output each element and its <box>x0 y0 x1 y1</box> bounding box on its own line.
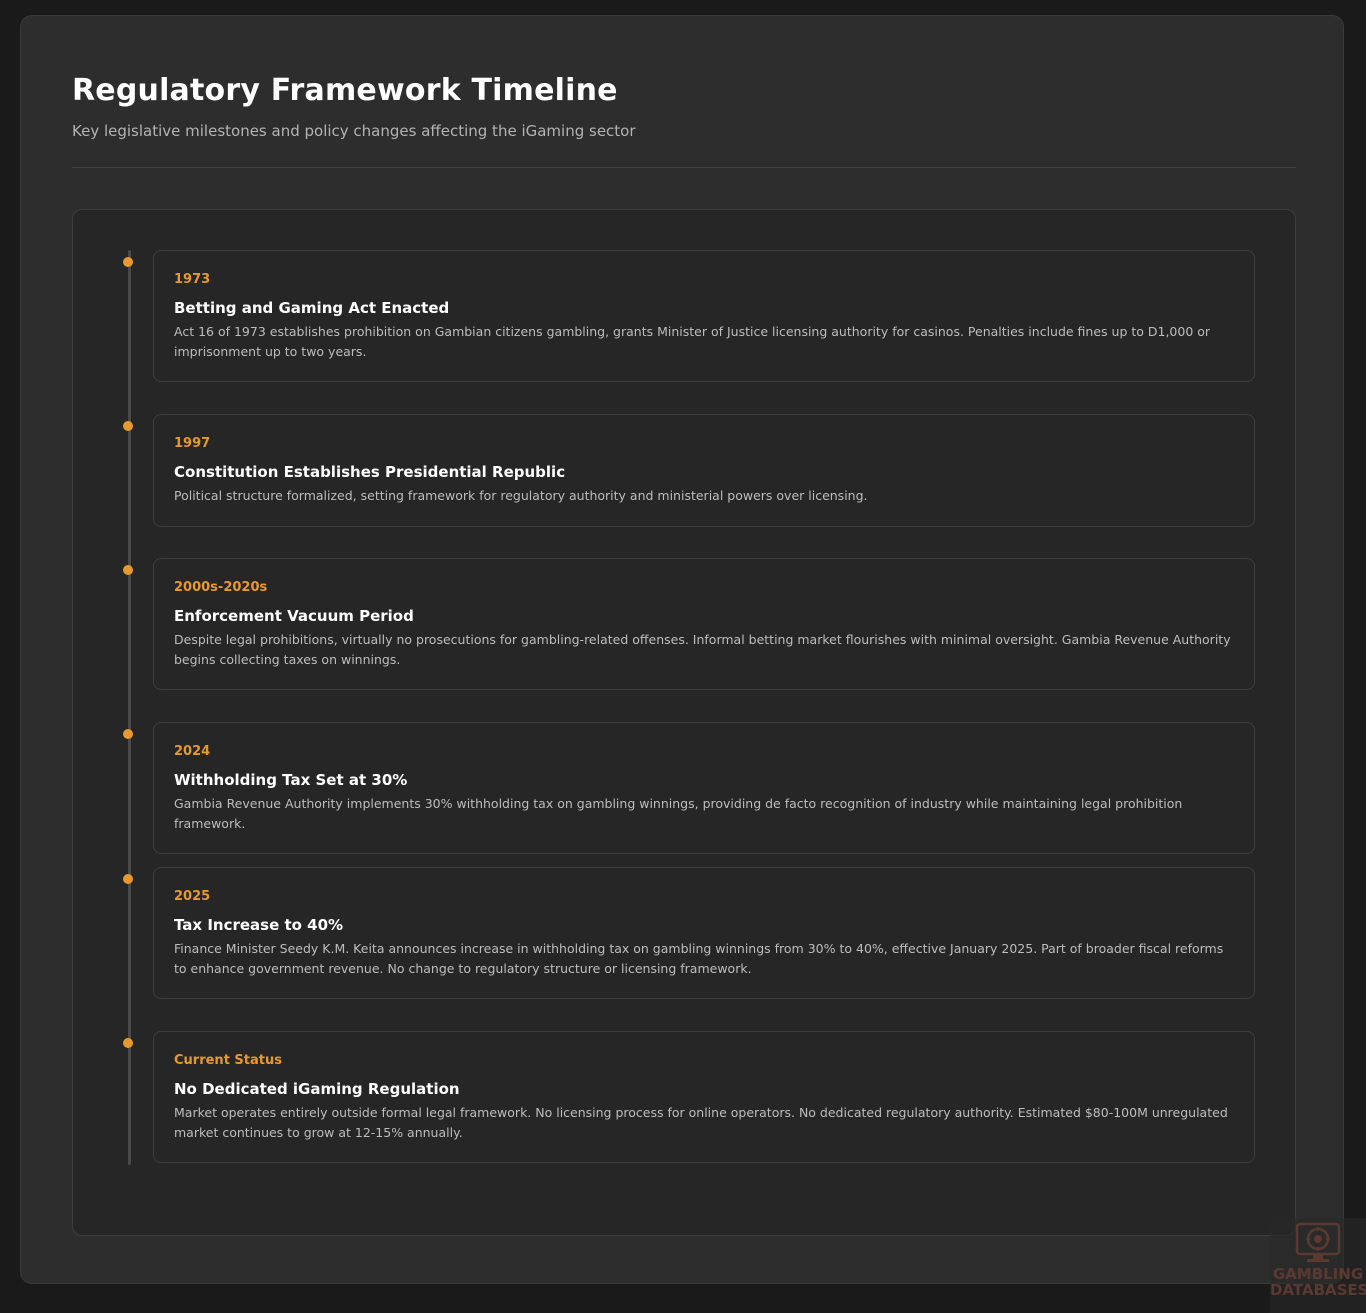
event-description: Gambia Revenue Authority implements 30% … <box>174 796 1183 831</box>
header-divider <box>72 167 1296 168</box>
event-description: Political structure formalized, setting … <box>174 488 868 503</box>
page-subtitle: Key legislative milestones and policy ch… <box>72 122 636 140</box>
timeline-event: 2000s-2020s Enforcement Vacuum Period De… <box>123 558 1255 690</box>
watermark-line2: DATABASES <box>1270 1281 1366 1299</box>
event-title: Tax Increase to 40% <box>174 916 344 934</box>
timeline-dot <box>123 421 133 431</box>
main-container: Regulatory Framework Timeline Key legisl… <box>20 15 1344 1284</box>
event-date: 2000s-2020s <box>174 580 268 595</box>
timeline-dot <box>123 565 133 575</box>
event-date: 2024 <box>174 744 211 759</box>
event-date: Current Status <box>174 1053 282 1068</box>
timeline-dot <box>123 729 133 739</box>
event-description: Finance Minister Seedy K.M. Keita announ… <box>174 941 1224 976</box>
event-title: Withholding Tax Set at 30% <box>174 771 408 789</box>
timeline-panel: 1973 Betting and Gaming Act Enacted Act … <box>72 209 1296 1236</box>
event-description: Market operates entirely outside formal … <box>174 1105 1228 1140</box>
timeline-dot <box>123 257 133 267</box>
watermark-line1: GAMBLING <box>1272 1265 1364 1283</box>
event-title: Constitution Establishes Presidential Re… <box>174 463 566 481</box>
event-title: Enforcement Vacuum Period <box>174 607 414 625</box>
page-header: Regulatory Framework Timeline Key legisl… <box>72 72 1296 141</box>
event-date: 1973 <box>174 272 211 287</box>
timeline-event: 1997 Constitution Establishes Presidenti… <box>123 414 1255 527</box>
timeline-line <box>128 250 131 1165</box>
event-title: Betting and Gaming Act Enacted <box>174 299 450 317</box>
timeline-dot <box>123 1038 133 1048</box>
page-title: Regulatory Framework Timeline <box>72 73 618 108</box>
event-title: No Dedicated iGaming Regulation <box>174 1080 460 1098</box>
event-description: Act 16 of 1973 establishes prohibition o… <box>174 324 1211 359</box>
timeline-dot <box>123 874 133 884</box>
event-date: 1997 <box>174 436 211 451</box>
timeline-event: 2024 Withholding Tax Set at 30% Gambia R… <box>123 722 1255 854</box>
watermark-logo: GAMBLING DATABASES <box>1270 1218 1366 1313</box>
timeline-event: 2025 Tax Increase to 40% Finance Ministe… <box>123 867 1255 999</box>
event-description: Despite legal prohibitions, virtually no… <box>174 632 1231 667</box>
casino-chip-monitor-icon <box>1293 1222 1343 1266</box>
event-date: 2025 <box>174 889 211 904</box>
timeline-event: Current Status No Dedicated iGaming Regu… <box>123 1031 1255 1163</box>
timeline-event: 1973 Betting and Gaming Act Enacted Act … <box>123 250 1255 382</box>
